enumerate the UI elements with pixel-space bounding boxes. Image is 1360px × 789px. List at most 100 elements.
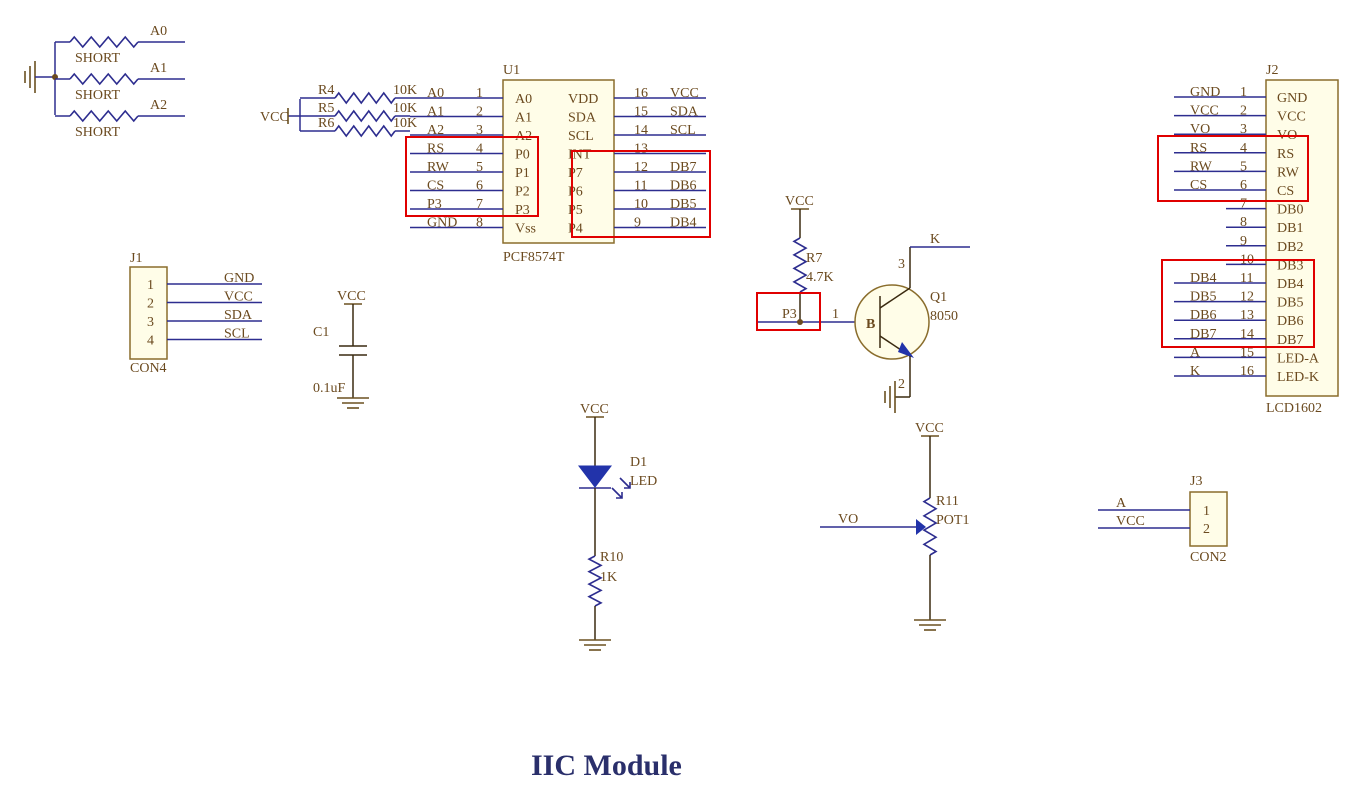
j2-pin-name: DB2 — [1277, 240, 1303, 255]
u1-pin-num: 6 — [476, 179, 483, 194]
j1-pin-num: 2 — [147, 297, 154, 312]
u1-pin-num: 4 — [476, 142, 483, 157]
j2-pin-name: GND — [1277, 91, 1307, 106]
short-jumper — [69, 35, 139, 49]
led-ray-icon — [611, 487, 623, 499]
u1-pin-name: A1 — [515, 111, 532, 126]
pullup-ref: R6 — [318, 116, 334, 131]
j1-pin-num: 4 — [147, 334, 154, 349]
address-ground-icon — [24, 61, 36, 93]
r10-resistor — [587, 555, 603, 607]
q1-body — [854, 284, 930, 360]
j2-pin-num: 15 — [1240, 345, 1254, 360]
j2-part: LCD1602 — [1266, 401, 1322, 416]
j3-pin-num: 2 — [1203, 522, 1210, 537]
u1-pin-num: 2 — [476, 105, 483, 120]
j2-pin-name: DB3 — [1277, 258, 1303, 273]
u1-pin-num: 15 — [634, 105, 648, 120]
j2-pin-name: RW — [1277, 165, 1300, 180]
j2-pin-num: 11 — [1240, 271, 1253, 286]
q1-input-highlight — [756, 292, 821, 331]
j1-pin-num: 1 — [147, 278, 154, 293]
d1-vcc-label: VCC — [580, 402, 609, 417]
j2-pin-name: DB7 — [1277, 333, 1303, 348]
u1-net-label: A0 — [427, 86, 444, 101]
j2-pin-num: 7 — [1240, 197, 1247, 212]
j1-body — [129, 266, 168, 360]
j2-ref: J2 — [1266, 63, 1278, 78]
u1-p0-p3-highlight — [405, 136, 539, 217]
q1-base-label: B — [866, 317, 875, 332]
u1-net-label: A2 — [427, 123, 444, 138]
u1-pin-num: 11 — [634, 179, 647, 194]
q1-value: 8050 — [930, 309, 958, 324]
u1-net-label: SCL — [670, 123, 696, 138]
j2-net-label: DB5 — [1190, 290, 1216, 305]
j1-pin-num: 3 — [147, 315, 154, 330]
u1-pin-name: P2 — [515, 185, 530, 200]
q1-ref: Q1 — [930, 290, 947, 305]
j2-net-label: CS — [1190, 178, 1207, 193]
j2-net-label: DB6 — [1190, 308, 1216, 323]
u1-pin-num: 7 — [476, 197, 483, 212]
u1-pin-name: SCL — [568, 129, 594, 144]
j3-net-label: A — [1116, 496, 1127, 511]
j2-pin-num: 13 — [1240, 308, 1254, 323]
j3-net-label: VCC — [1116, 514, 1145, 529]
r11-value: POT1 — [936, 513, 969, 528]
u1-pin-num: 9 — [634, 216, 641, 231]
j2-pin-num: 1 — [1240, 85, 1247, 100]
u1-net-label: GND — [427, 216, 457, 231]
u1-pin-name: P3 — [515, 203, 530, 218]
j2-pin-num: 6 — [1240, 178, 1247, 193]
j1-part: CON4 — [130, 361, 167, 376]
j2-pin-num: 9 — [1240, 234, 1247, 249]
j2-pin-name: VCC — [1277, 110, 1306, 125]
jumper-short-label: SHORT — [75, 88, 121, 103]
u1-net-label: CS — [427, 179, 444, 194]
q1-ground-icon — [884, 381, 896, 413]
j3-ref: J3 — [1190, 474, 1202, 489]
j2-pin-name: LED-A — [1277, 351, 1320, 366]
j2-data-highlight — [1161, 259, 1315, 348]
j3-body — [1189, 491, 1228, 547]
c1-vcc-label: VCC — [337, 289, 366, 304]
j1-net-label: VCC — [224, 290, 253, 305]
j2-control-highlight — [1157, 135, 1309, 202]
j2-pin-name: DB6 — [1277, 314, 1303, 329]
u1-net-label: DB4 — [670, 216, 696, 231]
j2-net-label: RW — [1190, 159, 1213, 174]
j2-net-label: RS — [1190, 141, 1207, 156]
c1-ground-icon — [337, 397, 369, 409]
j2-pin-num: 2 — [1240, 104, 1247, 119]
pullup-value: 10K — [393, 101, 417, 116]
pullup-resistor — [334, 91, 396, 105]
u1-part: PCF8574T — [503, 250, 565, 265]
j2-body — [1265, 79, 1339, 397]
q1-input-net: P3 — [782, 307, 797, 322]
r11-ground-icon — [914, 619, 946, 631]
j2-net-label: VO — [1190, 122, 1210, 137]
u1-net-label: RW — [427, 160, 450, 175]
j1-net-label: GND — [224, 271, 254, 286]
j2-pin-name: CS — [1277, 184, 1294, 199]
r10-ground-icon — [579, 639, 611, 651]
r11-resistor — [922, 497, 938, 556]
u1-net-label: DB7 — [670, 160, 696, 175]
j2-pin-num: 3 — [1240, 122, 1247, 137]
page-title: IIC Module — [531, 749, 682, 782]
j2-net-label: VCC — [1190, 104, 1219, 119]
d1-ref: D1 — [630, 455, 647, 470]
j2-pin-name: RS — [1277, 147, 1294, 162]
j2-pin-name: LED-K — [1277, 370, 1319, 385]
j2-pin-num: 5 — [1240, 159, 1247, 174]
jumper-short-label: SHORT — [75, 125, 121, 140]
j2-pin-name: DB1 — [1277, 221, 1303, 236]
jumper-net-label: A0 — [150, 24, 167, 39]
short-jumper — [69, 109, 139, 123]
q1-base-pin: 1 — [832, 307, 839, 322]
j3-part: CON2 — [1190, 550, 1227, 565]
d1-value: LED — [630, 474, 657, 489]
u1-pin-name: P1 — [515, 166, 530, 181]
u1-pin-name: P7 — [568, 166, 583, 181]
